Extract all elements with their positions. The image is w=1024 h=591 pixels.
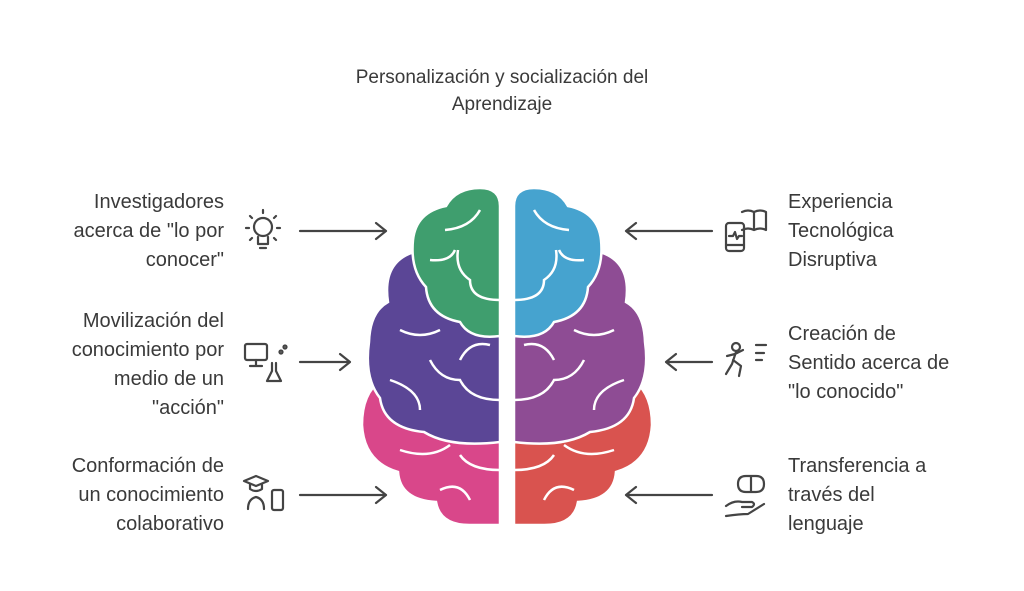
label-line: Conformación de	[71, 455, 224, 477]
label-line: Disruptiva	[788, 249, 877, 271]
label-line: un conocimiento	[78, 484, 224, 506]
brain-region-blue	[512, 186, 603, 338]
brain-left-hemisphere	[360, 186, 502, 527]
arrow-left-bottom	[298, 485, 388, 505]
label-line: acerca de "lo por	[73, 220, 224, 242]
label-line: medio de un	[113, 368, 224, 390]
brain-hand-icon	[724, 474, 766, 518]
label-line: Sentido acerca de	[788, 352, 950, 374]
label-conformacion: Conformación de un conocimiento colabora…	[72, 452, 224, 539]
phone-book-icon	[724, 209, 768, 253]
arrow-left-top	[298, 221, 388, 241]
brain-region-green	[411, 186, 502, 338]
label-line: lenguaje	[788, 513, 864, 535]
label-line: Tecnológica	[788, 220, 894, 242]
computer-flask-icon	[243, 342, 288, 383]
label-line: Creación de	[788, 323, 896, 345]
diagram-title: Personalización y socialización del Apre…	[0, 64, 1004, 118]
label-line: conocimiento por	[71, 339, 224, 361]
title-line-1: Personalización y socialización del	[355, 67, 649, 88]
arrow-right-top	[624, 221, 714, 241]
brain-right-hemisphere	[512, 186, 654, 527]
label-line: colaborativo	[116, 513, 224, 535]
label-experiencia: Experiencia Tecnológica Disruptiva	[788, 188, 894, 275]
label-line: Transferencia a	[788, 455, 927, 477]
label-movilizacion: Movilización del conocimiento por medio …	[72, 307, 224, 423]
arrow-right-mid	[664, 352, 714, 372]
label-line: conocer"	[145, 249, 224, 271]
label-line: Experiencia	[788, 191, 893, 213]
label-line: "lo conocido"	[788, 381, 904, 403]
label-creacion: Creación de Sentido acerca de "lo conoci…	[788, 320, 949, 407]
title-line-2: Aprendizaje	[451, 94, 553, 115]
label-line: "acción"	[151, 397, 224, 419]
graduate-phone-icon	[242, 474, 285, 512]
lightbulb-icon	[244, 208, 282, 250]
label-line: Investigadores	[93, 191, 224, 213]
label-transferencia: Transferencia a través del lenguaje	[788, 452, 926, 539]
arrow-right-bottom	[624, 485, 714, 505]
label-investigadores: Investigadores acerca de "lo por conocer…	[73, 188, 224, 275]
label-line: Movilización del	[82, 310, 224, 332]
label-line: través del	[788, 484, 875, 506]
arrow-left-mid	[298, 352, 352, 372]
running-person-icon	[724, 341, 768, 378]
